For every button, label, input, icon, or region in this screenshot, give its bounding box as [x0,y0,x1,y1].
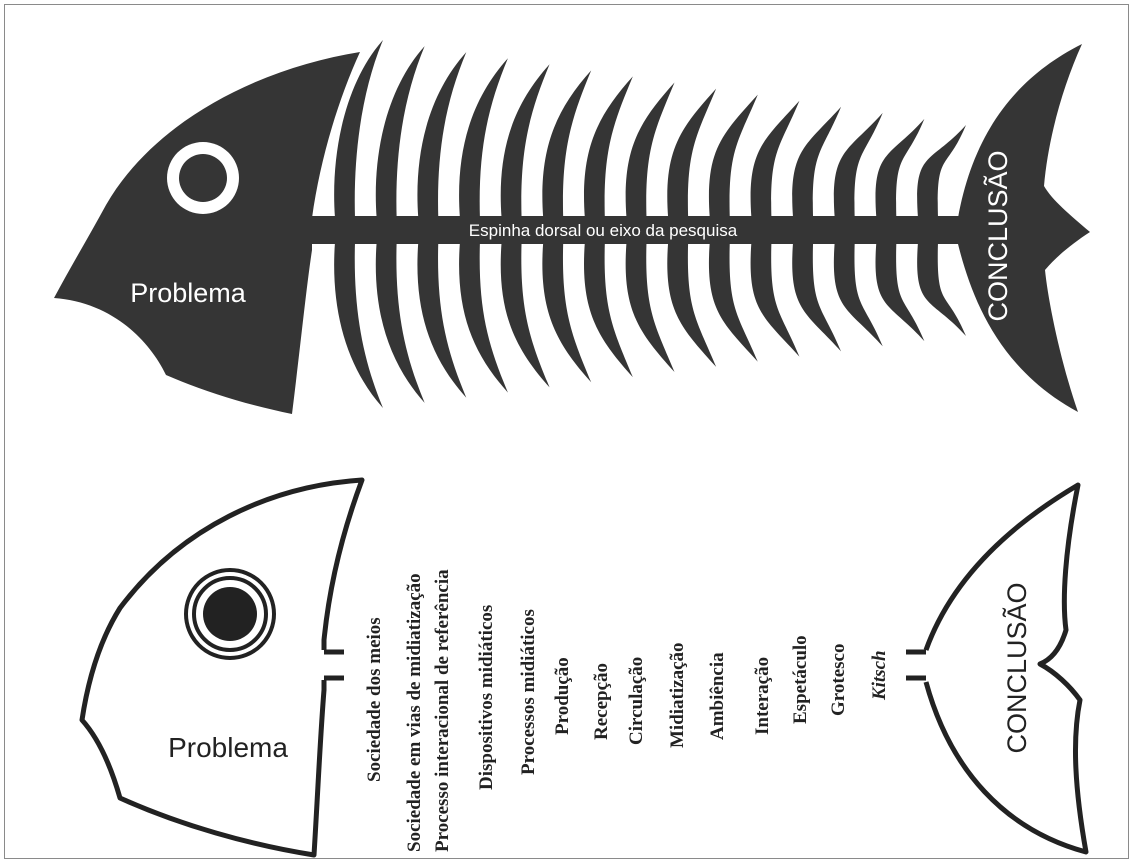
spine-term: Dispositivos midiáticos [476,605,497,790]
top-problem-label: Problema [130,278,247,308]
top-rib-lower [626,242,675,372]
spine-term: Espetáculo [790,635,811,724]
top-rib-lower [501,242,550,387]
top-rib-lower [542,242,591,382]
top-spine-label: Espinha dorsal ou eixo da pesquisa [469,221,738,240]
top-conclusion-label: CONCLUSÃO [982,150,1013,321]
bottom-fish-head [82,480,362,855]
top-rib-upper [709,95,758,218]
top-rib-lower [834,242,883,346]
bottom-problem-label: Problema [168,732,288,763]
top-rib-upper [917,125,966,218]
top-rib-lower [376,242,425,403]
spine-term: Sociedade dos meios [364,617,385,782]
top-rib-upper [417,52,466,218]
top-rib-lower [417,242,466,398]
bottom-fish-terms: Sociedade dos meios Sociedade em vias de … [364,569,890,852]
top-rib-lower [584,242,633,377]
bottom-fish [82,480,1086,855]
spine-term: Recepção [591,663,612,740]
top-rib-upper [751,101,800,218]
bottom-fish-eye [186,570,274,658]
top-rib-upper [584,76,633,218]
top-rib-upper [501,64,550,218]
top-rib-upper [376,46,425,218]
top-rib-lower [876,242,925,341]
spine-term: Kitsch [869,650,890,701]
top-rib-upper [542,70,591,218]
top-rib-upper [626,83,675,219]
top-rib-upper [792,107,841,218]
top-rib-upper [459,58,508,218]
top-fish: Problema Espinha dorsal ou eixo da pesqu… [54,40,1090,414]
spine-term: Circulação [626,657,647,745]
top-rib-lower [917,242,966,336]
top-rib-lower [667,242,716,367]
top-rib-upper [834,113,883,218]
spine-term: Grotesco [828,644,849,716]
top-rib-lower [334,242,383,408]
top-rib-lower [709,242,758,362]
spine-term: Ambiência [707,652,728,740]
spine-term: Processos midiáticos [518,609,539,775]
spine-term: Sociedade em vias de midiatização [404,573,425,852]
bottom-conclusion-label: CONCLUSÃO [1001,582,1032,753]
top-rib-upper [876,119,925,218]
spine-term: Interação [752,657,773,735]
spine-term: Midiatização [667,642,688,748]
spine-term: Processo interacional de referência [432,569,453,852]
spine-term: Produção [552,657,573,735]
top-fish-tail [958,44,1090,412]
top-rib-lower [751,242,800,357]
top-rib-lower [792,242,841,351]
top-rib-upper [667,89,716,218]
top-rib-lower [459,242,508,393]
